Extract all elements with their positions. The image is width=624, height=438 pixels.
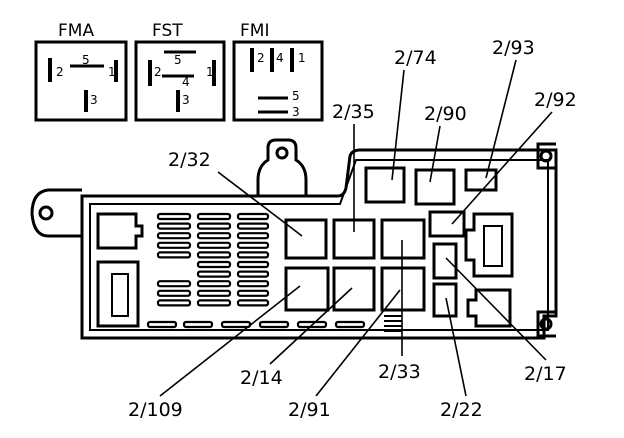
leader-2-17: [445, 257, 547, 361]
leader-2-32: [217, 171, 303, 237]
fma-pin-3: 3: [90, 93, 98, 107]
fma-pin-1: 1: [108, 65, 116, 79]
small-fuse: [156, 222, 192, 230]
small-fuse: [196, 232, 232, 240]
leader-2-109: [159, 285, 301, 397]
small-fuse: [156, 241, 192, 249]
small-fuse: [156, 251, 192, 259]
legend-title-fmi: FMI: [240, 21, 269, 41]
fuse-box-housing: [30, 138, 558, 340]
relay-2-74: [364, 166, 406, 204]
small-fuse: [236, 222, 270, 230]
small-fuse: [196, 270, 232, 278]
small-fuse: [196, 251, 232, 259]
small-fuse-grid: [146, 212, 366, 329]
small-fuse: [236, 299, 270, 307]
small-fuse: [156, 212, 192, 221]
small-fuse: [196, 299, 232, 307]
callout-2-92: 2/92: [534, 89, 577, 111]
small-fuse: [156, 289, 192, 297]
legend-fst: FST 5 2 4 1 3: [134, 21, 226, 122]
legend-title-fma: FMA: [58, 21, 94, 41]
fst-pin-2: 2: [154, 65, 162, 79]
callout-2-91: 2/91: [288, 399, 331, 421]
fma-pin-2: 2: [56, 65, 64, 79]
callout-2-35: 2/35: [332, 101, 375, 123]
fst-pin-4: 4: [182, 75, 190, 89]
small-fuse: [196, 241, 232, 249]
relay-2-14: [332, 266, 376, 312]
small-fuse: [156, 299, 192, 307]
relay-2-109: [284, 266, 330, 312]
leader-lines: [159, 59, 553, 397]
leader-2-92: [451, 111, 553, 225]
legend-fma: FMA 2 5 1 3: [34, 21, 128, 122]
fuse-2-92: [428, 210, 466, 238]
small-fuse: [156, 232, 192, 240]
fmi-pin-4: 4: [276, 51, 284, 65]
fmi-pin-3: 3: [292, 105, 300, 119]
relay-2-91: [380, 266, 426, 312]
relay-2-90: [414, 168, 456, 206]
callout-2-74: 2/74: [394, 47, 437, 69]
right-connectors: [464, 212, 514, 328]
leader-2-93: [485, 59, 517, 179]
small-fuse: [196, 222, 232, 230]
callout-2-33: 2/33: [378, 361, 421, 383]
callout-2-17: 2/17: [524, 363, 567, 385]
fuse-2-93: [464, 168, 498, 192]
callout-2-109: 2/109: [128, 399, 183, 421]
small-fuse: [196, 280, 232, 288]
callout-2-32: 2/32: [168, 149, 211, 171]
fma-pin-5: 5: [82, 53, 90, 67]
leader-2-91: [315, 289, 401, 397]
small-fuse: [196, 260, 232, 269]
small-fuse: [236, 270, 270, 278]
small-fuse: [220, 320, 252, 329]
small-fuse: [236, 251, 270, 259]
small-striped-fuse: [384, 315, 402, 332]
fst-pin-5: 5: [174, 53, 182, 67]
fst-pin-1: 1: [206, 65, 214, 79]
small-fuse: [182, 320, 214, 329]
fmi-pin-2: 2: [257, 51, 265, 65]
leader-2-74: [391, 69, 405, 181]
fst-pin-3: 3: [182, 93, 190, 107]
small-fuse: [196, 212, 232, 221]
small-fuse: [236, 260, 270, 269]
legend-fmi: FMI 2 4 1 5 3: [232, 21, 324, 122]
leader-2-90: [429, 125, 441, 183]
callout-2-22: 2/22: [440, 399, 483, 421]
fmi-pin-5: 5: [292, 89, 300, 103]
small-fuse: [236, 232, 270, 240]
relay-2-33: [380, 218, 426, 260]
small-fuse: [196, 289, 232, 297]
small-fuse: [236, 280, 270, 288]
small-fuse: [236, 289, 270, 297]
left-connectors: [96, 212, 144, 328]
small-fuse: [334, 320, 366, 329]
small-fuse: [236, 212, 270, 221]
fuse-2-22: [432, 282, 458, 318]
small-fuse: [146, 320, 178, 329]
callout-2-90: 2/90: [424, 103, 467, 125]
leader-2-14: [269, 287, 353, 365]
small-fuse: [296, 320, 328, 329]
small-fuse: [258, 320, 290, 329]
leader-2-22: [445, 297, 467, 397]
callout-2-93: 2/93: [492, 37, 535, 59]
fmi-pin-1: 1: [298, 51, 306, 65]
small-fuse: [236, 241, 270, 249]
legend-title-fst: FST: [152, 21, 183, 41]
fuse-2-17: [432, 242, 458, 280]
relay-2-32: [284, 218, 328, 260]
small-fuse: [156, 280, 192, 288]
callout-2-14: 2/14: [240, 367, 283, 389]
